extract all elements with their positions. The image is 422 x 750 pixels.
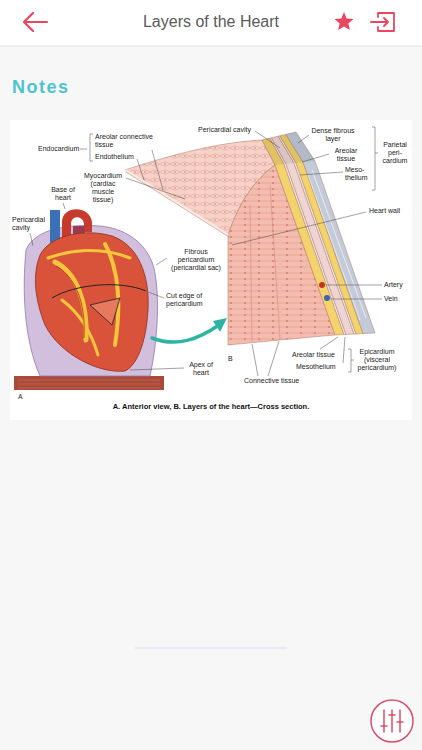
star-icon (335, 12, 354, 30)
pointer-arrow (152, 318, 227, 342)
part-label: Apex of heart (186, 361, 216, 377)
part-label: Dense fibrous layer (310, 127, 356, 143)
part-label: Vein (384, 295, 398, 303)
part-label: Cut edge of pericardium (166, 292, 210, 308)
figure-letter: B (228, 355, 233, 363)
app-header (0, 0, 422, 46)
part-label: Connective tissue (244, 377, 299, 385)
part-label: Endocardium (38, 145, 79, 153)
part-label: Areolar tissue (292, 351, 335, 359)
export-icon (371, 13, 394, 31)
figure-letter: A (18, 393, 23, 401)
part-label: Areolar tissue (331, 147, 361, 163)
part-label: Pericardial cavity (12, 216, 54, 232)
part-label: Base of heart (48, 186, 78, 202)
screen-title: Layers of the Heart (0, 13, 422, 31)
back-arrow (24, 13, 47, 31)
heart-illustration (14, 209, 164, 390)
figure-caption: A. Anterior view, B. Layers of the heart… (10, 403, 412, 412)
part-label: Epicardium (visceral pericardium) (356, 348, 398, 372)
image-panel (10, 120, 412, 420)
settings-button (371, 700, 413, 742)
part-label: Meso- thelium (345, 166, 371, 182)
part-label: Artery (384, 281, 403, 289)
part-label: Myocardium (cardiac muscle tissue) (82, 172, 124, 204)
part-label: Areolar connective tissue (95, 133, 159, 149)
part-label: Mesothelium (296, 363, 336, 371)
part-label: Pericardial cavity (198, 126, 251, 134)
divider-line (135, 648, 287, 649)
heart-wall-section (125, 132, 375, 345)
part-label: Endothelium (95, 153, 134, 161)
part-label: Heart wall (369, 207, 400, 215)
part-label: Fibrous pericardium (pericardial sac) (168, 248, 224, 272)
part-label: Parietal peri- cardium (380, 141, 410, 165)
leader-lines (30, 127, 382, 376)
section-heading: Notes (12, 77, 70, 98)
